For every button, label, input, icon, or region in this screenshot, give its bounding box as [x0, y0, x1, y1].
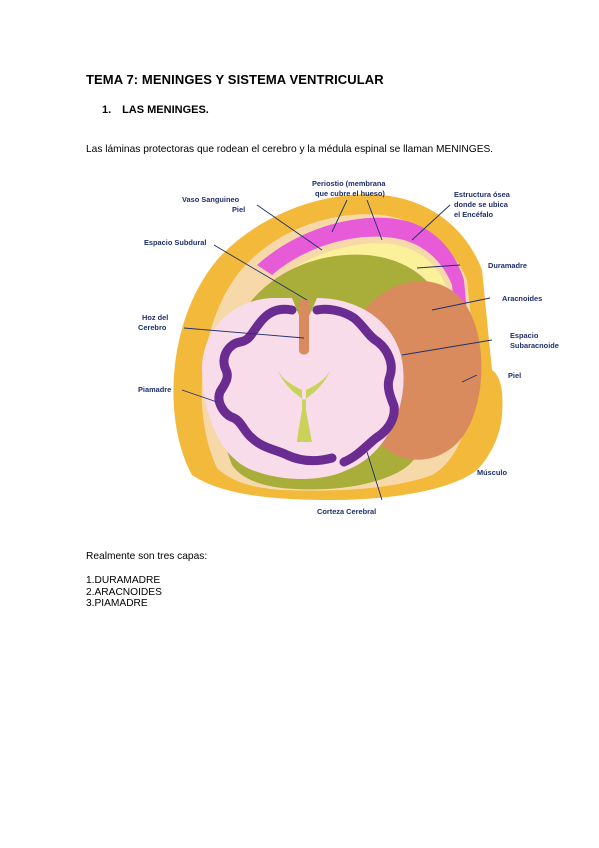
meninges-illustration: Vaso Sanguineo Piel Periostio (membrana … — [138, 179, 559, 516]
label-espacio-sub-2: Subaracnoide — [510, 341, 559, 350]
list-item: 3.PIAMADRE — [86, 598, 148, 610]
label-musculo: Músculo — [477, 468, 507, 477]
layers-lead: Realmente son tres capas: — [86, 551, 208, 562]
label-estructura-2: donde se ubica — [454, 200, 509, 209]
label-piel-right: Piel — [508, 371, 521, 380]
label-periostio-2: que cubre el hueso) — [315, 189, 385, 198]
label-periostio-1: Periostio (membrana — [312, 179, 386, 188]
label-vaso-sanguineo: Vaso Sanguineo — [182, 195, 240, 204]
label-piamadre: Piamadre — [138, 385, 171, 394]
meninges-diagram: Vaso Sanguineo Piel Periostio (membrana … — [132, 170, 582, 525]
label-espacio-sub-1: Espacio — [510, 331, 539, 340]
label-estructura-1: Estructura ósea — [454, 190, 511, 199]
section-title: LAS MENINGES. — [122, 104, 209, 116]
intro-paragraph: Las láminas protectoras que rodean el ce… — [86, 144, 494, 155]
leader-lines — [181, 199, 493, 501]
label-hoz-2: Cerebro — [138, 323, 167, 332]
section-number: 1. — [102, 104, 112, 116]
section-heading: 1. LAS MENINGES. — [102, 104, 209, 116]
page-title: TEMA 7: MENINGES Y SISTEMA VENTRICULAR — [86, 72, 384, 87]
label-estructura-3: el Encéfalo — [454, 210, 494, 219]
list-item: 2.ARACNOIDES — [86, 586, 162, 598]
label-duramadre: Duramadre — [488, 261, 527, 270]
label-espacio-subdural: Espacio Subdural — [144, 238, 206, 247]
label-hoz-1: Hoz del — [142, 313, 168, 322]
label-piel-top: Piel — [232, 205, 245, 214]
ventricle-shape — [278, 370, 330, 442]
label-corteza-cerebral: Corteza Cerebral — [317, 507, 376, 516]
list-item: 1.DURAMADRE — [86, 575, 161, 586]
falx-shape — [299, 300, 309, 355]
diagram-labels: Vaso Sanguineo Piel Periostio (membrana … — [138, 179, 559, 516]
label-aracnoides: Aracnoides — [502, 294, 542, 303]
layers-list: 1.DURAMADRE 2.ARACNOIDES 3.PIAMADRE — [86, 575, 162, 610]
cortex-shape — [214, 304, 399, 467]
